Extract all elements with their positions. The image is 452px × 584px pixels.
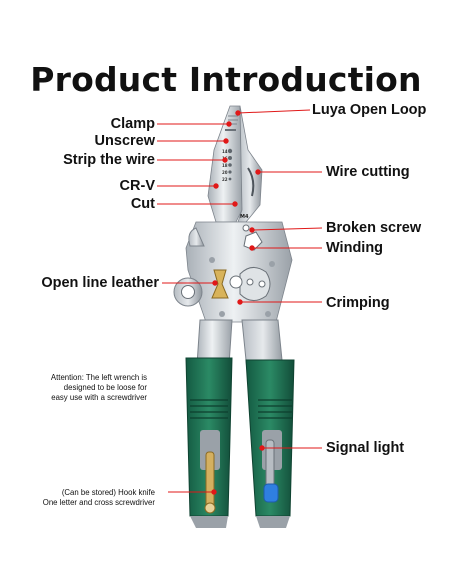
label-luya-open-loop: Luya Open Loop: [312, 102, 427, 118]
label-wire-cutting: Wire cutting: [326, 164, 410, 180]
hex-mark-m4: M4: [240, 214, 249, 220]
callout-lines: [157, 109, 323, 495]
hook-knife-note-line: One letter and cross screwdriver: [42, 498, 155, 507]
gauge-mark-14: 14: [222, 149, 228, 154]
side-hook: [188, 227, 205, 247]
crimping-die: [239, 267, 271, 301]
attention-note-line: designed to be loose for: [63, 383, 147, 392]
label-cut: Cut: [130, 196, 155, 212]
broken-screw-hole: [242, 224, 250, 232]
left-grip-window: [200, 430, 220, 470]
pivot-screw: [209, 257, 215, 263]
label-strip-the-wire: Strip the wire: [63, 152, 155, 168]
label-crimping: Crimping: [326, 295, 390, 311]
label-signal-light: Signal light: [326, 440, 405, 456]
handle-tail: [190, 516, 228, 528]
hook-knife-note: (Can be stored) Hook knife One letter an…: [43, 488, 155, 508]
signal-light-bulb: [263, 483, 279, 503]
attention-note-line: easy use with a screwdriver: [51, 393, 147, 402]
label-open-line-leather: Open line leather: [41, 275, 159, 291]
gauge-mark-18: 18: [222, 163, 228, 168]
gauge-mark-22: 22: [222, 177, 228, 182]
right-jaw: [237, 105, 263, 223]
label-unscrew: Unscrew: [94, 133, 155, 149]
stripping-holes: [227, 148, 233, 181]
label-clamp: Clamp: [110, 116, 155, 132]
stored-screwdriver: [205, 451, 215, 509]
attention-note-line: Attention: The left wrench is: [50, 373, 147, 382]
winding-slot: [243, 231, 263, 251]
page-title: Product Introduction: [30, 60, 422, 99]
attention-note: Attention: The left wrench is designed t…: [51, 373, 147, 403]
label-winding: Winding: [326, 240, 384, 256]
wire-cutter-edge: [247, 167, 255, 197]
hook-knife-note-line: (Can be stored) Hook knife: [61, 488, 155, 497]
label-cr-v: CR-V: [119, 178, 155, 194]
brass-stripper-insert: [211, 269, 229, 299]
pliers-body: [185, 221, 293, 323]
gauge-mark-20: 20: [222, 170, 228, 175]
label-broken-screw: Broken screw: [326, 220, 422, 236]
